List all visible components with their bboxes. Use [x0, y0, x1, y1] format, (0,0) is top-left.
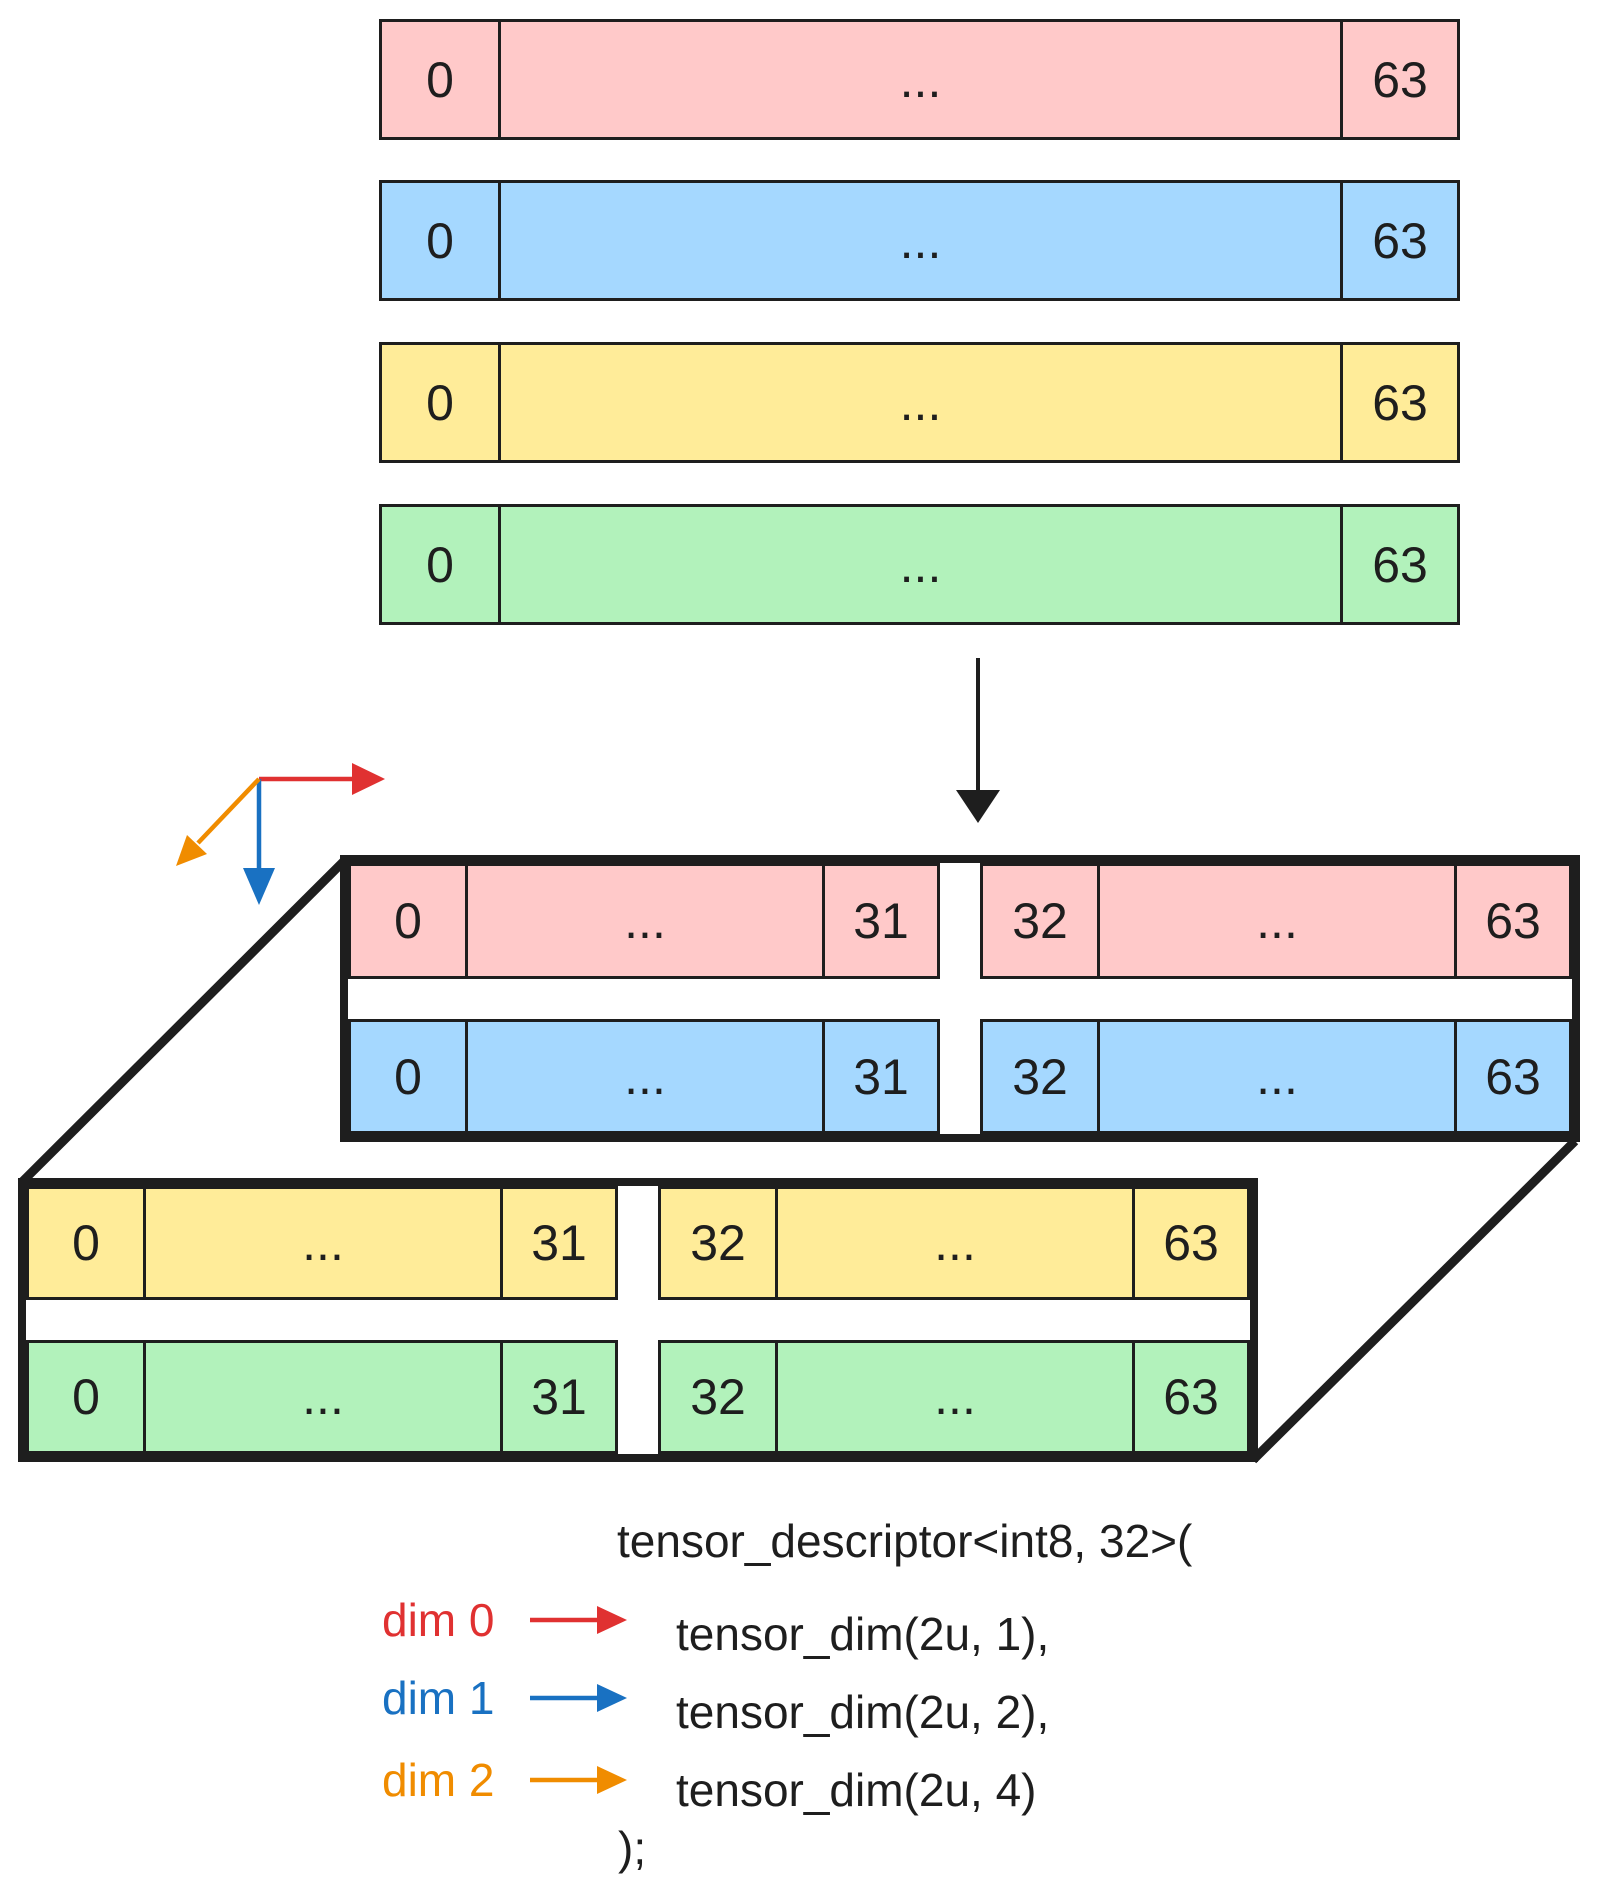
cell-ellipsis: ...	[624, 1048, 666, 1105]
dim1-axis-arrow-icon	[243, 779, 275, 905]
flow-down-arrow-icon	[956, 658, 1000, 823]
row-left-half: 0 ... 31	[26, 1186, 618, 1300]
bar-cell-last: 63	[1340, 507, 1457, 622]
dim0-axis-arrow-icon	[259, 763, 385, 795]
row-right-half: 32 ... 63	[980, 863, 1572, 979]
bar-cell-ellipsis: ...	[899, 51, 942, 108]
cell-31: 31	[500, 1189, 615, 1297]
slab-row-blue: 0 ... 31 32 ... 63	[348, 1019, 1572, 1134]
slab-row-yellow: 0 ... 31 32 ... 63	[26, 1186, 1250, 1300]
code-footer: );	[618, 1822, 647, 1874]
bar-cell-first: 0	[382, 507, 501, 622]
row-right-half: 32 ... 63	[658, 1340, 1250, 1454]
dim1-label: dim 1	[382, 1672, 495, 1724]
row-left-half: 0 ... 31	[26, 1340, 618, 1454]
slab-row-green: 0 ... 31 32 ... 63	[26, 1340, 1250, 1454]
memory-bar-blue: 0 ... 63	[379, 180, 1460, 301]
code-header: tensor_descriptor<int8, 32>(	[617, 1515, 1193, 1567]
dim0-label: dim 0	[382, 1594, 495, 1646]
row-right-half: 32 ... 63	[658, 1186, 1250, 1300]
cell-63: 63	[1454, 866, 1569, 976]
cell-63: 63	[1454, 1022, 1569, 1131]
code-line-dim2: tensor_dim(2u, 4)	[676, 1764, 1037, 1816]
dim-legend-arrows	[530, 1606, 627, 1794]
cell-ellipsis: ...	[624, 893, 666, 949]
bar-cell-last: 63	[1340, 345, 1457, 460]
cell-31: 31	[822, 1022, 937, 1131]
cell-0: 0	[29, 1343, 146, 1451]
bar-cell-first: 0	[382, 183, 501, 298]
cell-ellipsis: ...	[302, 1215, 344, 1271]
bar-cell-first: 0	[382, 22, 501, 137]
dim1-legend-arrow-icon	[530, 1684, 627, 1712]
bar-cell-ellipsis: ...	[899, 374, 942, 431]
cell-31: 31	[822, 866, 937, 976]
cell-32: 32	[983, 866, 1100, 976]
slab-row-red: 0 ... 31 32 ... 63	[348, 863, 1572, 979]
cell-ellipsis: ...	[934, 1369, 976, 1425]
cell-0: 0	[29, 1189, 146, 1297]
cell-32: 32	[983, 1022, 1100, 1131]
slab-top-face: 0 ... 31 32 ... 63 0 ... 31 32 ... 63	[340, 855, 1580, 1142]
code-line-dim0: tensor_dim(2u, 1),	[676, 1608, 1050, 1660]
bar-cell-first: 0	[382, 345, 501, 460]
cell-ellipsis: ...	[934, 1215, 976, 1271]
cell-32: 32	[661, 1189, 778, 1297]
code-line-dim1: tensor_dim(2u, 2),	[676, 1686, 1050, 1738]
cell-63: 63	[1132, 1343, 1247, 1451]
memory-bar-yellow: 0 ... 63	[379, 342, 1460, 463]
dim2-axis-arrow-icon	[176, 777, 261, 866]
bar-cell-last: 63	[1340, 183, 1457, 298]
cell-ellipsis: ...	[1256, 893, 1298, 949]
cell-ellipsis: ...	[1256, 1048, 1298, 1105]
row-left-half: 0 ... 31	[348, 863, 940, 979]
row-right-half: 32 ... 63	[980, 1019, 1572, 1134]
cell-63: 63	[1132, 1189, 1247, 1297]
slab-front-face: 0 ... 31 32 ... 63 0 ... 31 32 ... 63	[18, 1178, 1258, 1462]
dim2-legend-arrow-icon	[530, 1766, 627, 1794]
bar-cell-ellipsis: ...	[899, 212, 942, 269]
bar-cell-ellipsis: ...	[899, 536, 942, 593]
bar-cell-last: 63	[1340, 22, 1457, 137]
row-left-half: 0 ... 31	[348, 1019, 940, 1134]
cell-0: 0	[351, 866, 468, 976]
cell-31: 31	[500, 1343, 615, 1451]
memory-bar-red: 0 ... 63	[379, 19, 1460, 140]
slab-right-diagonal	[1249, 1137, 1579, 1464]
memory-bar-green: 0 ... 63	[379, 504, 1460, 625]
dim0-legend-arrow-icon	[530, 1606, 627, 1634]
dim2-label: dim 2	[382, 1754, 495, 1806]
cell-32: 32	[661, 1343, 778, 1451]
cell-ellipsis: ...	[302, 1369, 344, 1425]
cell-0: 0	[351, 1022, 468, 1131]
slab-left-diagonal	[17, 856, 349, 1187]
